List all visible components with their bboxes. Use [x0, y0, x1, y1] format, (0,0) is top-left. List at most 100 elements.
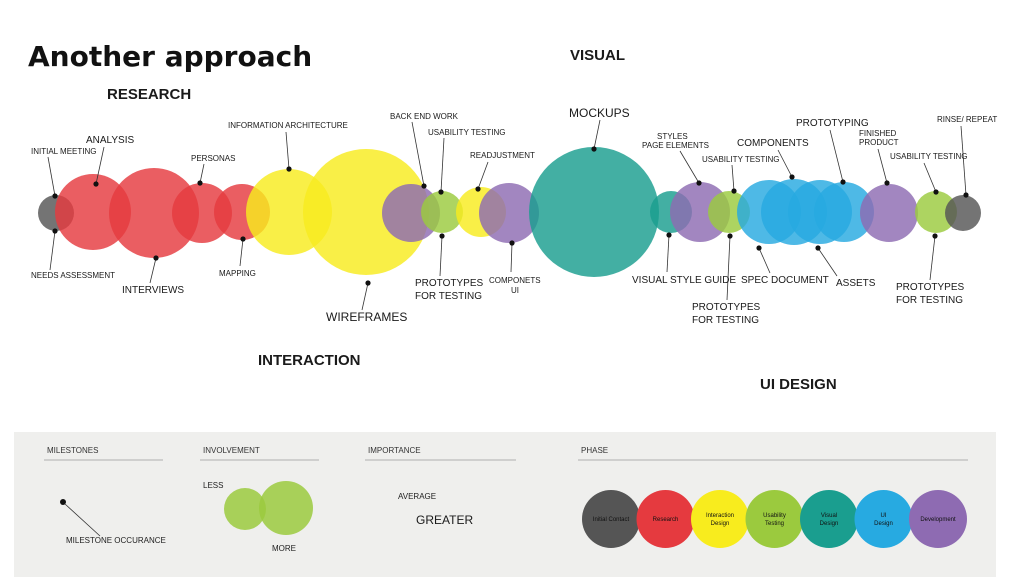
- annotation-visual-style-guide: VISUAL STYLE GUIDE: [632, 275, 736, 286]
- legend-phase-label-line2: Design: [711, 521, 730, 527]
- dot-finished-product: [884, 180, 890, 186]
- legend-involvement-more: MORE: [272, 544, 296, 553]
- legend-phase-circle: [909, 490, 967, 548]
- dot-wireframes: [365, 280, 371, 286]
- leader-interviews: [149, 257, 157, 284]
- annotation-prototypes-1-line1: PROTOTYPES: [415, 278, 483, 289]
- leader-usability-testing-3: [923, 162, 937, 193]
- annotation-componets-line1: COMPONETS: [489, 276, 541, 285]
- leader-analysis: [95, 146, 105, 185]
- legend-phase-label-line1: Research: [653, 517, 679, 523]
- annotation-componets-line2: UI: [511, 286, 519, 295]
- legend-phase-item: UI Design: [854, 490, 913, 548]
- annotation-prototypes-2-line1: PROTOTYPES: [692, 302, 760, 313]
- leader-readjustment: [477, 161, 489, 190]
- annotation-styles-line1: STYLES: [657, 132, 688, 141]
- dot-prototypes-1: [439, 233, 445, 239]
- annotation-needs-assessment: NEEDS ASSESSMENT: [31, 271, 115, 280]
- milestone-dots: [52, 146, 969, 286]
- leader-components: [777, 149, 793, 178]
- annotation-components: COMPONENTS: [737, 138, 809, 149]
- annotation-styles-line2: PAGE ELEMENTS: [642, 141, 709, 150]
- bubble-usability-testing-1: [421, 191, 463, 233]
- annotation-rinse-repeat: RINSE/ REPEAT: [937, 115, 997, 124]
- annotation-prototypes-3-line1: PROTOTYPES: [896, 282, 964, 293]
- bubble-mockups: [529, 147, 659, 277]
- annotation-interviews: INTERVIEWS: [122, 285, 184, 296]
- leader-wireframes: [361, 282, 369, 311]
- annotations: ANALYSIS INITIAL MEETING NEEDS ASSESSMEN…: [31, 106, 997, 326]
- dot-componets: [509, 240, 515, 246]
- annotation-readjustment: READJUSTMENT: [470, 151, 535, 160]
- legend-phase-item: Research: [636, 490, 695, 548]
- dot-components: [789, 174, 795, 180]
- legend-phase-circle: [582, 490, 640, 548]
- phase-label-visual: VISUAL: [570, 47, 625, 64]
- annotation-assets: ASSETS: [836, 278, 876, 289]
- legend-phase-label-line2: Design: [874, 521, 893, 527]
- dot-personas: [197, 180, 203, 186]
- leader-needs-assessment: [49, 230, 56, 271]
- leader-prototypes-1: [439, 235, 443, 277]
- bubble-analysis: [55, 174, 131, 250]
- legend-importance-greater: GREATER: [416, 513, 473, 527]
- phase-label-research: RESEARCH: [107, 86, 191, 103]
- legend-phase-circle: [691, 490, 749, 548]
- annotation-prototypes-2-line2: FOR TESTING: [692, 315, 759, 326]
- bubble-timeline: [38, 147, 981, 277]
- legend-phase-circle: [854, 490, 913, 548]
- bubble-rinse-repeat: [945, 195, 981, 231]
- leader-usability-testing-1: [440, 137, 445, 193]
- legend-involvement-less-circle: [224, 488, 266, 530]
- phase-label-ui-design: UI DESIGN: [760, 376, 837, 393]
- dot-mapping: [240, 236, 246, 242]
- dot-back-end-work: [421, 183, 427, 189]
- dot-usability-testing-3: [933, 189, 939, 195]
- annotation-usability-testing-3: USABILITY TESTING: [890, 152, 968, 161]
- legend-panel: MILESTONES MILESTONE OCCURANCE INVOLVEME…: [14, 432, 996, 577]
- dot-prototypes-3: [932, 233, 938, 239]
- leader-assets: [817, 247, 838, 277]
- annotation-wireframes: WIREFRAMES: [326, 310, 407, 324]
- annotation-spec-document: SPEC DOCUMENT: [741, 275, 829, 286]
- phase-label-interaction: INTERACTION: [258, 352, 361, 369]
- legend-phase-label-line2: Testing: [765, 521, 784, 527]
- bubble-back-end-work: [382, 184, 440, 242]
- leader-lines: [47, 119, 967, 311]
- annotation-analysis: ANALYSIS: [86, 135, 134, 146]
- legend-milestone-dot: [60, 499, 66, 505]
- dot-initial-meeting: [52, 193, 58, 199]
- leader-personas: [199, 163, 205, 184]
- legend-phase-label-line1: Interaction: [706, 513, 734, 519]
- dot-spec-document: [756, 245, 762, 251]
- bubble-componets: [479, 183, 539, 243]
- legend-milestones-header: MILESTONES: [47, 446, 98, 455]
- legend-phase-label-line1: UI: [881, 513, 887, 519]
- dot-prototypes-2: [727, 233, 733, 239]
- leader-styles: [679, 150, 700, 184]
- annotation-personas: PERSONAS: [191, 154, 235, 163]
- leader-mockups: [593, 119, 601, 150]
- leader-visual-style-guide: [666, 234, 670, 273]
- leader-spec-document: [758, 247, 771, 274]
- legend-involvement-more-circle: [259, 481, 313, 535]
- legend-phase-header: PHASE: [581, 446, 608, 455]
- legend-phase-label-line1: Development: [920, 517, 956, 523]
- leader-information-architecture: [285, 131, 290, 170]
- dot-prototyping: [840, 179, 846, 185]
- legend-involvement-less: LESS: [203, 481, 223, 490]
- leader-mapping: [239, 238, 244, 267]
- page-title: Another approach: [28, 40, 312, 73]
- leader-finished-product: [877, 148, 888, 184]
- annotation-prototypes-1-line2: FOR TESTING: [415, 291, 482, 302]
- annotation-usability-testing-1: USABILITY TESTING: [428, 128, 506, 137]
- bubble-interviews: [109, 168, 199, 258]
- leader-componets: [510, 242, 513, 273]
- annotation-usability-testing-2: USABILITY TESTING: [702, 155, 780, 164]
- dot-usability-testing-1: [438, 189, 444, 195]
- leader-usability-testing-2: [731, 164, 735, 192]
- dot-readjustment: [475, 186, 481, 192]
